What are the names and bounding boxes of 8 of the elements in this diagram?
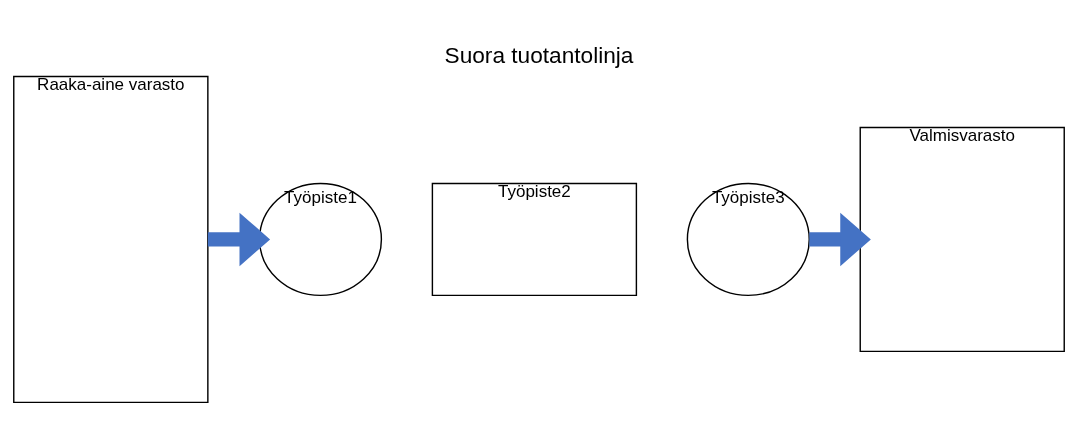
node-box: Työpiste2 <box>431 182 638 296</box>
arrow <box>809 212 871 266</box>
node-circle: Työpiste1 <box>258 182 383 296</box>
node-box: Valmisvarasto <box>859 126 1065 352</box>
arrow <box>207 212 271 266</box>
node-box: Raaka-aine varasto <box>13 75 209 403</box>
diagram-title: Suora tuotantolinja <box>444 41 634 68</box>
node-circle: Työpiste3 <box>686 182 810 296</box>
